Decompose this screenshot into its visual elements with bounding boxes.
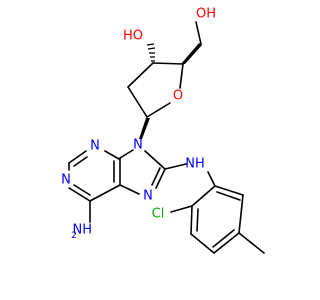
aryl-ring	[170, 171, 265, 254]
n1-label: N	[61, 173, 71, 188]
bond-ar-methyl	[238, 232, 265, 254]
bond-ar2	[238, 194, 244, 234]
purine-six-ring	[68, 150, 121, 223]
bond-c1-c2	[127, 86, 148, 118]
sugar-ring	[127, 62, 184, 118]
wedge-c1-n9	[139, 118, 150, 139]
cl-label: Cl	[152, 207, 165, 222]
nh2-subscript: 2	[71, 231, 77, 241]
ring-oxygen-label: O	[173, 89, 183, 104]
bond-c5-oh	[195, 21, 202, 45]
bond-n1-c6	[68, 187, 91, 202]
bond-nh-c1	[207, 171, 216, 187]
bond-c4-n9	[119, 149, 134, 159]
structure-diagram: HO OH O N N N N NH Cl NH 2	[61, 7, 265, 254]
bond-c8-n7-double	[151, 167, 161, 186]
bond-ar1-double	[216, 191, 241, 201]
bond-ar-cl	[170, 205, 193, 213]
hydroxyl-label-c5: OH	[196, 7, 216, 22]
bond-ar3	[213, 232, 240, 254]
n9-label: N	[133, 138, 143, 153]
bond-c2-c3	[127, 62, 154, 88]
bond-n9-c8	[144, 150, 166, 170]
bond-ar5-double	[196, 208, 199, 232]
hash-c3-oh	[146, 43, 156, 62]
wedge-c4-c5	[181, 43, 202, 64]
bond-ar4	[190, 233, 215, 254]
bond-ar5	[190, 205, 193, 235]
bond-c8-n7	[155, 168, 166, 189]
bond-o4-c1	[146, 102, 171, 118]
bond-c2-n3-double	[73, 156, 88, 167]
bond-n3-c2	[68, 150, 87, 164]
n7-label: N	[143, 189, 153, 204]
bond-c8-nh	[164, 163, 187, 170]
bond-c4-o4	[179, 63, 184, 89]
n3-label: N	[90, 139, 100, 154]
purine-five-ring	[119, 149, 187, 195]
bond-c3-c4	[152, 62, 184, 65]
bond-ar3-double	[212, 229, 235, 248]
amino-group-label: NH 2	[71, 223, 92, 242]
hydroxyl-label-c3: HO	[123, 29, 143, 44]
nh2-label: NH	[73, 223, 93, 238]
bond-n1-c6-double	[73, 184, 91, 196]
bond-c4-n3	[104, 150, 120, 160]
bond-ar1	[214, 185, 244, 196]
bond-n7-c5	[119, 184, 140, 195]
bond-ar6	[191, 185, 216, 207]
amine-nh-label: NH	[185, 157, 205, 172]
bond-c6-c5	[89, 184, 121, 202]
